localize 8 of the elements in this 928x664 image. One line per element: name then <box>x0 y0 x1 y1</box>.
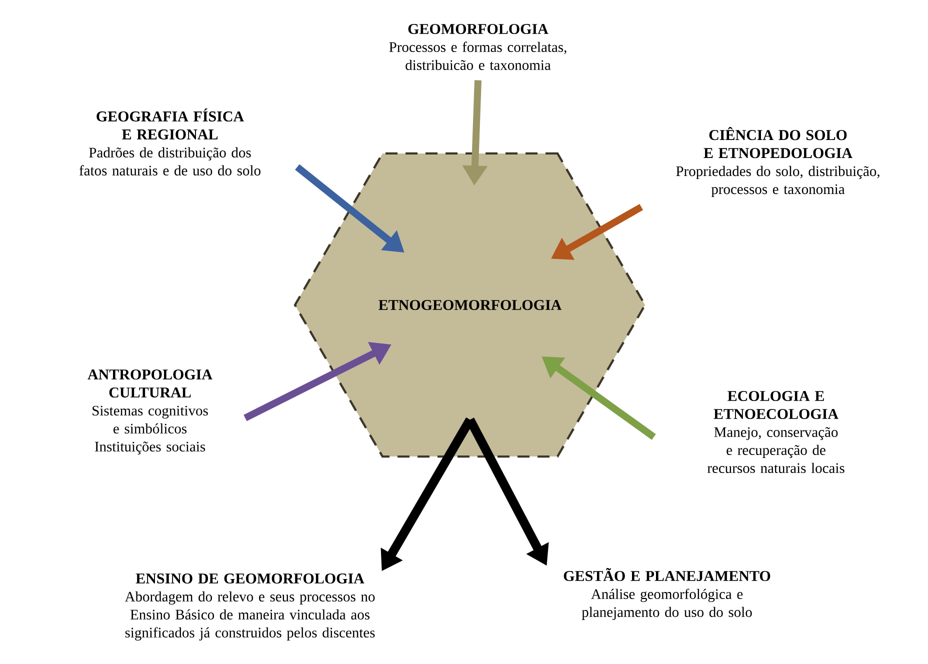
topic-text: ANTROPOLOGIA CULTURAL Sistemas cognitivos e simbólicos Instituições sociais <box>88 370 212 454</box>
topic-text: GEOGRAFIA FÍSICA E REGIONAL Padrões de distribuição dos fatos naturais e de uso do solo <box>79 108 260 176</box>
topic-text: ECOLOGIA E ETNOECOLOGIA Manejo, conservação e recuperação de recursos naturais locais <box>707 390 844 474</box>
topic-text: ENSINO DE GEOMORFOLOGIA Abordagem do relevo e seus processos no Ensino Básico de maneira vinculada aos significados já construidos pelos discentes <box>124 573 375 641</box>
topic-text: GEOMORFOLOGIA Processos e formas correlatas, distribuicão e taxonomia <box>389 24 566 70</box>
topic-text: GESTÃO E PLANEJAMENTO Análise geomorfológica e planejamento do uso do solo <box>564 568 770 620</box>
hexagon: ETNOGEOMORFOLOGIA <box>294 152 646 458</box>
topic-text: CIÊNCIA DO SOLO E ETNOPEDOLOGIA Propriedades do solo, distribuição, processos e taxonomia <box>676 126 880 198</box>
